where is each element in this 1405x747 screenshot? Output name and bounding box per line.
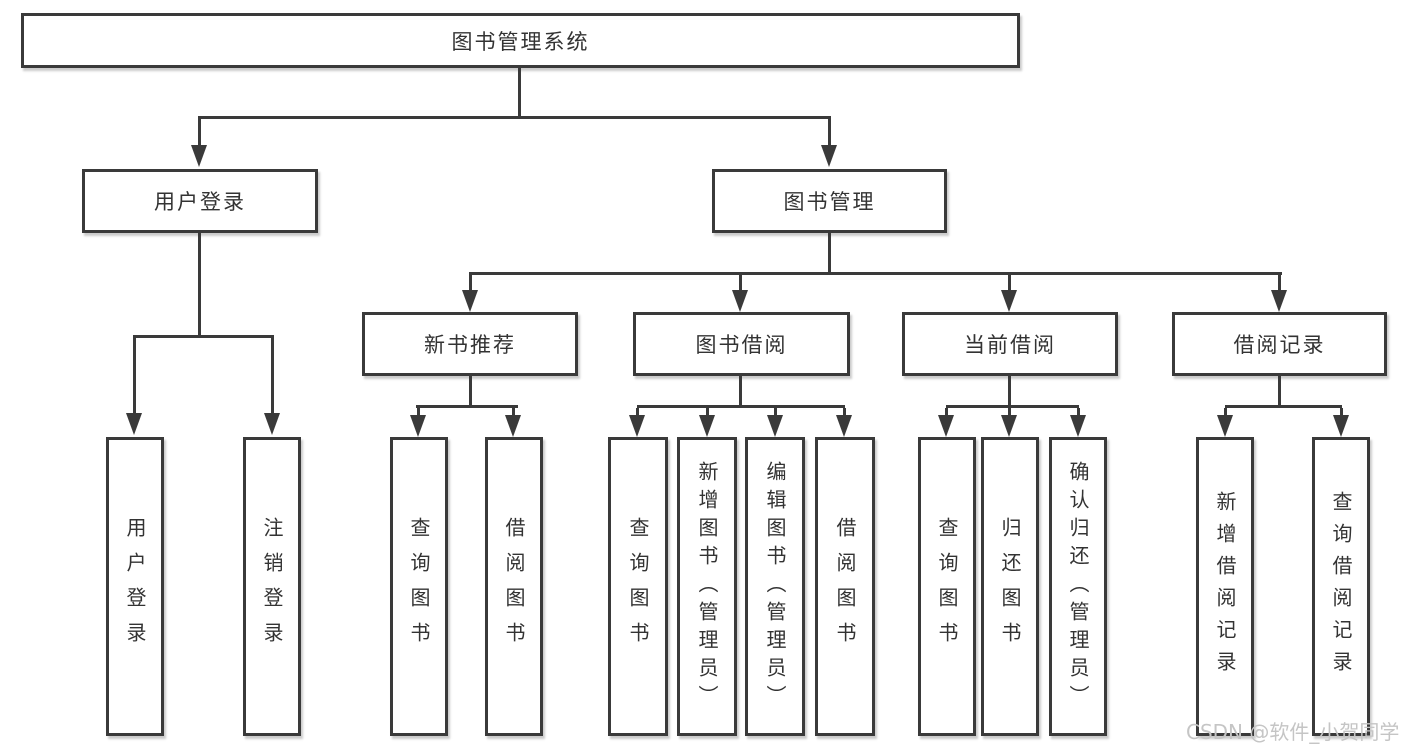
arrow-stem (774, 408, 777, 415)
node-user-login-label: 用户登录 (154, 190, 246, 214)
leaf-query-borrow-record-label: 查询借阅记录 (1329, 490, 1353, 683)
arrow-down-icon (1001, 290, 1017, 312)
leaf-borrow-books-borrowing-label: 借阅图书 (833, 516, 857, 657)
arrow-stem (636, 408, 639, 415)
node-library-management-system-label: 图书管理系统 (451, 29, 590, 54)
arrow-down-icon (1001, 415, 1017, 437)
arrow-stem (417, 408, 420, 415)
connector-user-login-children (133, 335, 274, 338)
node-book-management-label: 图书管理 (783, 190, 876, 214)
connector-root-to-level2 (198, 116, 831, 119)
leaf-confirm-return-admin-label: 确认归还（管理员） (1066, 460, 1090, 713)
arrow-down-icon (410, 415, 426, 437)
leaf-query-borrow-record: 查询借阅记录 (1312, 437, 1370, 736)
node-book-borrowing: 图书借阅 (633, 312, 850, 376)
leaf-user-login: 用户登录 (106, 437, 164, 736)
node-borrowing-records-label: 借阅记录 (1233, 333, 1326, 357)
leaf-query-books-current: 查询图书 (918, 437, 976, 736)
arrow-stem (469, 275, 472, 290)
leaf-query-books-current-label: 查询图书 (935, 516, 959, 657)
arrow-stem (843, 408, 846, 415)
arrow-down-icon (462, 290, 478, 312)
node-user-login: 用户登录 (82, 169, 318, 233)
node-borrowing-records: 借阅记录 (1172, 312, 1387, 376)
arrow-stem (1008, 408, 1011, 415)
arrow-stem (739, 275, 742, 290)
leaf-query-books-recommend-label: 查询图书 (407, 516, 431, 657)
stem-current-borrowing (1008, 376, 1011, 407)
node-current-borrowing-label: 当前借阅 (964, 333, 1056, 357)
connector-book-management-children (469, 272, 1282, 275)
arrow-down-icon (1333, 415, 1349, 437)
arrow-down-icon (1217, 415, 1233, 437)
watermark-text: CSDN @软件_小贺同学 (1186, 720, 1400, 744)
leaf-add-borrow-record: 新增借阅记录 (1196, 437, 1254, 736)
arrow-down-icon (191, 145, 207, 167)
arrow-stem (271, 338, 274, 413)
arrow-down-icon (264, 413, 280, 435)
node-book-management: 图书管理 (712, 169, 947, 233)
stem-book-management (828, 233, 831, 274)
arrow-down-icon (821, 145, 837, 167)
leaf-query-books-recommend: 查询图书 (390, 437, 448, 736)
stem-book-borrowing (739, 376, 742, 407)
arrow-stem (1340, 408, 1343, 415)
leaf-query-books-borrowing: 查询图书 (608, 437, 668, 736)
connector-new-book-recommendation-children (416, 405, 518, 408)
leaf-query-books-borrowing-label: 查询图书 (626, 516, 650, 657)
arrow-down-icon (699, 415, 715, 437)
stem-new-book-recommendation (469, 376, 472, 407)
leaf-edit-book-admin-label: 编辑图书（管理员） (763, 460, 787, 713)
arrow-down-icon (1070, 415, 1086, 437)
leaf-return-books: 归还图书 (981, 437, 1039, 736)
arrow-stem (512, 408, 515, 415)
leaf-borrow-books-recommend: 借阅图书 (485, 437, 543, 736)
leaf-logout-label: 注销登录 (260, 516, 284, 657)
node-current-borrowing: 当前借阅 (902, 312, 1118, 376)
stem-root (518, 68, 521, 117)
arrow-stem (1077, 408, 1080, 415)
leaf-add-borrow-record-label: 新增借阅记录 (1213, 490, 1237, 683)
arrow-stem (133, 338, 136, 413)
stem-borrowing-records (1278, 376, 1281, 407)
leaf-borrow-books-borrowing: 借阅图书 (815, 437, 875, 736)
leaf-confirm-return-admin: 确认归还（管理员） (1049, 437, 1107, 736)
arrow-stem (706, 408, 709, 415)
arrow-stem (945, 408, 948, 415)
leaf-borrow-books-recommend-label: 借阅图书 (502, 516, 526, 657)
arrow-stem (1008, 275, 1011, 290)
connector-borrowing-records-children (1225, 405, 1342, 408)
arrow-stem (1224, 408, 1227, 415)
connector-current-borrowing-children (946, 405, 1079, 408)
node-new-book-recommendation-label: 新书推荐 (424, 333, 516, 357)
node-book-borrowing-label: 图书借阅 (695, 333, 788, 357)
arrow-down-icon (629, 415, 645, 437)
leaf-edit-book-admin: 编辑图书（管理员） (745, 437, 805, 736)
arrow-down-icon (732, 290, 748, 312)
leaf-add-book-admin-label: 新增图书（管理员） (695, 460, 719, 713)
stem-user-login (198, 233, 201, 336)
arrow-stem (198, 119, 201, 145)
leaf-logout: 注销登录 (243, 437, 301, 736)
leaf-add-book-admin: 新增图书（管理员） (677, 437, 737, 736)
arrow-down-icon (1271, 290, 1287, 312)
arrow-down-icon (126, 413, 142, 435)
arrow-down-icon (836, 415, 852, 437)
node-new-book-recommendation: 新书推荐 (362, 312, 578, 376)
arrow-stem (1278, 275, 1281, 290)
arrow-stem (828, 119, 831, 145)
leaf-return-books-label: 归还图书 (998, 516, 1022, 657)
arrow-down-icon (938, 415, 954, 437)
arrow-down-icon (767, 415, 783, 437)
connector-book-borrowing-children (637, 405, 845, 408)
node-library-management-system: 图书管理系统 (21, 13, 1020, 68)
arrow-down-icon (505, 415, 521, 437)
leaf-user-login-label: 用户登录 (123, 516, 147, 657)
